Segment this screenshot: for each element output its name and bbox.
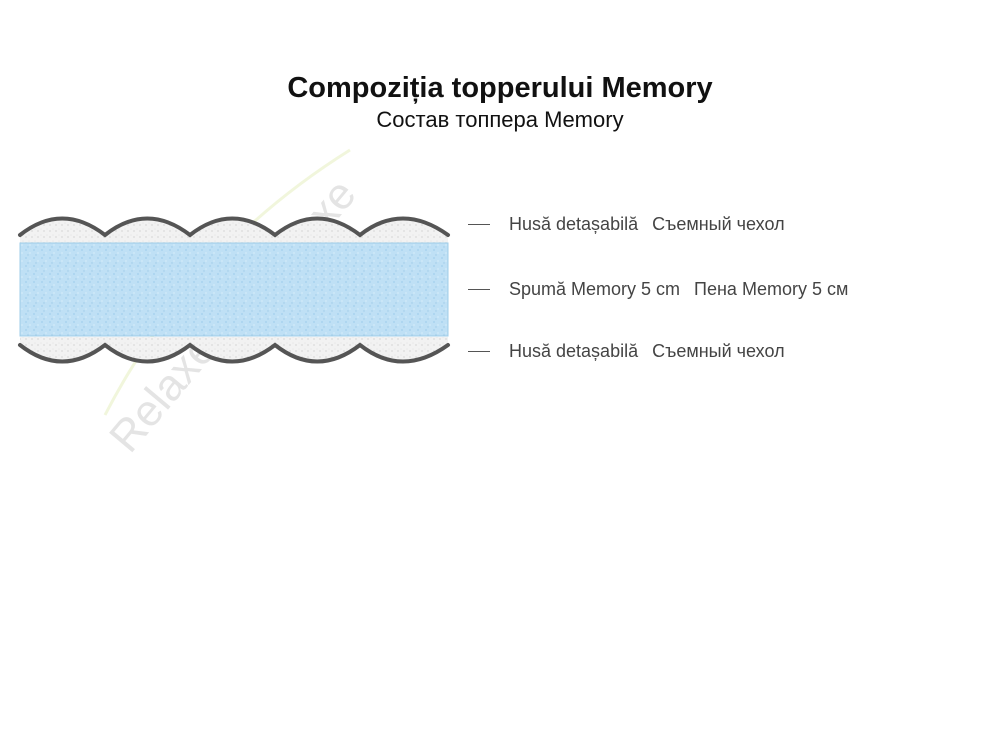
legend-label-ru: Пена Memory 5 см	[694, 278, 849, 299]
legend-label-ru: Съемный чехол	[652, 213, 785, 234]
top-cover-outline	[18, 216, 450, 238]
legend-item-memory-foam: Spumă Memory 5 cm Пена Memory 5 см	[468, 276, 848, 302]
memory-foam-layer	[19, 242, 449, 337]
title-block: Compoziția topperului Memory Состав топп…	[0, 70, 1000, 134]
legend-label-ro: Husă detașabilă	[509, 340, 639, 361]
leader-line	[468, 350, 490, 352]
legend-label-ro: Spumă Memory 5 cm	[509, 278, 681, 299]
legend-item-bottom-cover: Husă detașabilă Съемный чехол	[468, 338, 785, 364]
page-subtitle: Состав топпера Memory	[376, 107, 624, 132]
bottom-cover-outline	[18, 342, 450, 364]
legend-label-ru: Съемный чехол	[652, 340, 785, 361]
legend-label-ro: Husă detașabilă	[509, 213, 639, 234]
topper-cross-section	[18, 216, 450, 364]
leader-line	[468, 288, 490, 290]
leader-line	[468, 223, 490, 225]
page-title: Compoziția topperului Memory	[287, 72, 713, 104]
legend-item-top-cover: Husă detașabilă Съемный чехол	[468, 211, 785, 237]
